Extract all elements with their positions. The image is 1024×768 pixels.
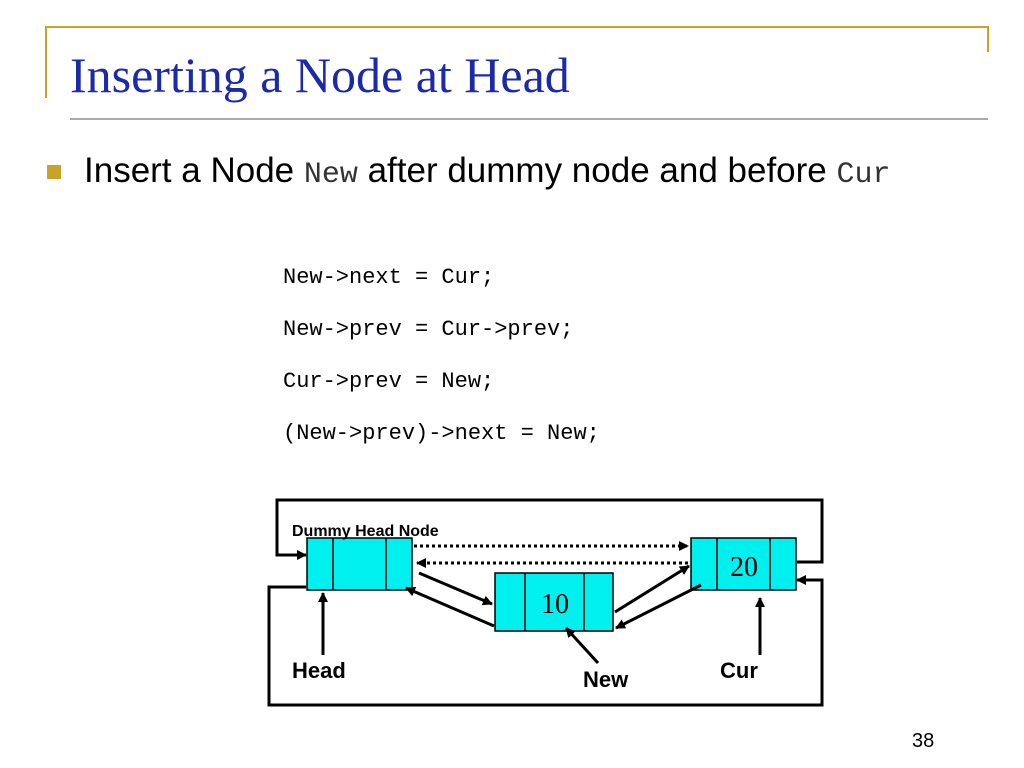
new-node — [494, 572, 614, 632]
dummy-next-arrow — [418, 571, 493, 606]
new-next-arrow — [614, 564, 690, 614]
dummy-head-label: Dummy Head Node — [292, 523, 439, 540]
cur-label: Cur — [720, 658, 758, 683]
cur-node-value: 20 — [730, 552, 758, 583]
head-label: Head — [292, 658, 346, 683]
loop-bottom-line — [267, 575, 824, 707]
bullet-text: Insert a Node New after dummy node and b… — [84, 146, 964, 200]
code-line: New->prev = Cur->prev; — [283, 317, 574, 342]
code-line: (New->prev)->next = New; — [283, 421, 600, 446]
code-line: Cur->prev = New; — [283, 369, 495, 394]
dummy-head-node — [306, 537, 413, 591]
bullet-code-cur: Cur — [836, 158, 891, 192]
slide-title: Inserting a Node at Head — [70, 47, 570, 103]
bullet-text-part: Insert a Node — [84, 151, 304, 190]
new-node-value: 10 — [541, 589, 569, 620]
page-number: 38 — [912, 730, 935, 752]
new-label: New — [583, 667, 629, 692]
new-prev-arrow — [405, 586, 495, 628]
new-pointer-arrow — [564, 626, 600, 665]
code-block: New->next = Cur; New->prev = Cur->prev; … — [283, 262, 600, 470]
loop-top-line — [275, 498, 824, 564]
cur-node — [690, 537, 797, 591]
cur-prev-arrow — [615, 583, 702, 630]
bullet-text-part: after dummy node and before — [357, 151, 837, 190]
code-line: New->next = Cur; — [283, 265, 495, 290]
bullet-code-new: New — [303, 158, 358, 192]
bullet-square-icon — [47, 165, 61, 179]
